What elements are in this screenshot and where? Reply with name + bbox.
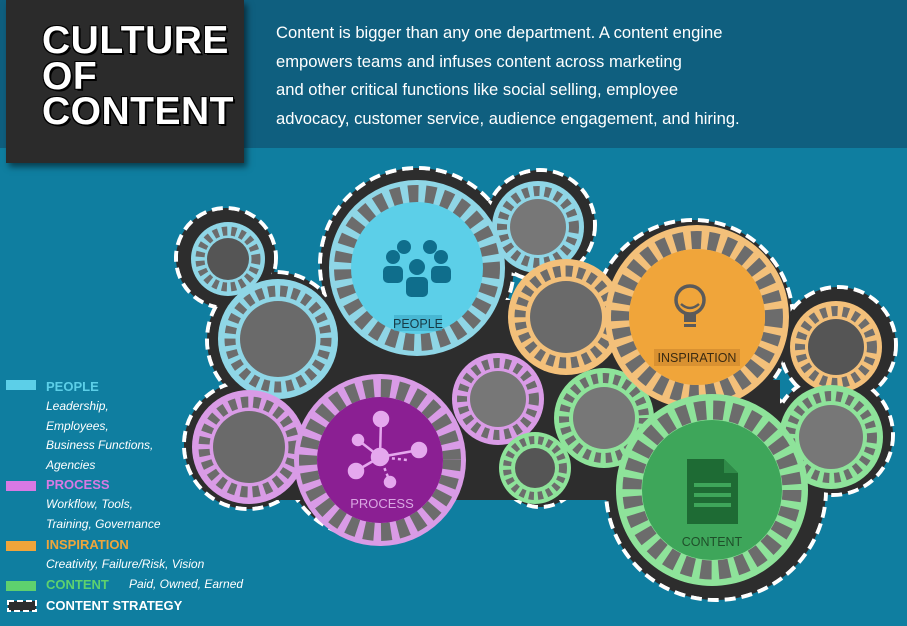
- small-gear: [492, 181, 584, 273]
- legend-item: Paid, Owned, Earned: [129, 577, 244, 591]
- legend-item: Employees,: [46, 418, 109, 433]
- people-swatch: [6, 380, 36, 390]
- legend-people-items: Leadership, Employees, Business Function…: [46, 397, 153, 475]
- small-gear: [191, 222, 265, 296]
- legend-people-title: PEOPLE: [46, 379, 99, 394]
- legend-strategy-title: CONTENT STRATEGY: [46, 598, 183, 613]
- intro-line: Content is bigger than any one departmen…: [276, 23, 723, 42]
- title-line-1: CULTURE: [42, 19, 229, 62]
- content-gear: CONTENT: [616, 394, 808, 586]
- legend-content-title: CONTENT: [46, 577, 109, 592]
- legend-item: Leadership,: [46, 399, 109, 413]
- legend-inspiration-title: INSPIRATION: [46, 537, 129, 552]
- legend-process-items: Workflow, Tools, Training, Governance: [46, 495, 161, 534]
- document-icon: [687, 459, 738, 524]
- inspiration-swatch: [6, 541, 36, 551]
- title-box: CULTURE OF CONTENT: [6, 0, 244, 163]
- small-gear: [779, 385, 883, 489]
- legend-item: Creativity, Failure/Risk, Vision: [46, 557, 205, 571]
- legend-content-detail: Paid, Owned, Earned: [129, 575, 243, 595]
- people-group-icon: [383, 240, 451, 297]
- content-gear-label: CONTENT: [682, 535, 743, 549]
- process-swatch: [6, 481, 36, 491]
- title-line-3: CONTENT: [42, 90, 234, 133]
- legend-inspiration-items: Creativity, Failure/Risk, Vision: [46, 555, 204, 575]
- small-gear: [790, 301, 882, 393]
- lightbulb-icon: [674, 284, 706, 327]
- inspiration-gear-label: INSPIRATION: [658, 351, 737, 365]
- small-gear: [192, 390, 306, 504]
- legend-process-title: PROCESS: [46, 477, 110, 492]
- legend-item: Training, Governance: [46, 516, 161, 531]
- network-icon: [347, 410, 428, 489]
- inspiration-gear: INSPIRATION: [605, 225, 789, 409]
- title-line-2: OF: [42, 55, 98, 98]
- intro-line: and other critical functions like social…: [276, 80, 679, 99]
- legend-item: Workflow, Tools,: [46, 497, 133, 511]
- intro-line: empowers teams and infuses content acros…: [276, 51, 682, 71]
- small-gear: [218, 279, 338, 399]
- process-gear-label: PROCESS: [350, 496, 414, 511]
- intro-line: advocacy, customer service, audience eng…: [276, 108, 740, 128]
- process-gear: PROCESS: [294, 374, 466, 546]
- people-gear: PEOPLE: [329, 180, 505, 356]
- legend-item: Agencies: [46, 457, 96, 472]
- small-gear: [499, 432, 571, 504]
- content-swatch: [6, 581, 36, 591]
- legend-item: Business Functions,: [46, 438, 154, 452]
- strategy-swatch: [7, 600, 37, 612]
- intro-paragraph: Content is bigger than any one departmen…: [276, 19, 796, 133]
- small-gear: [452, 353, 544, 445]
- people-gear-label: PEOPLE: [393, 317, 443, 331]
